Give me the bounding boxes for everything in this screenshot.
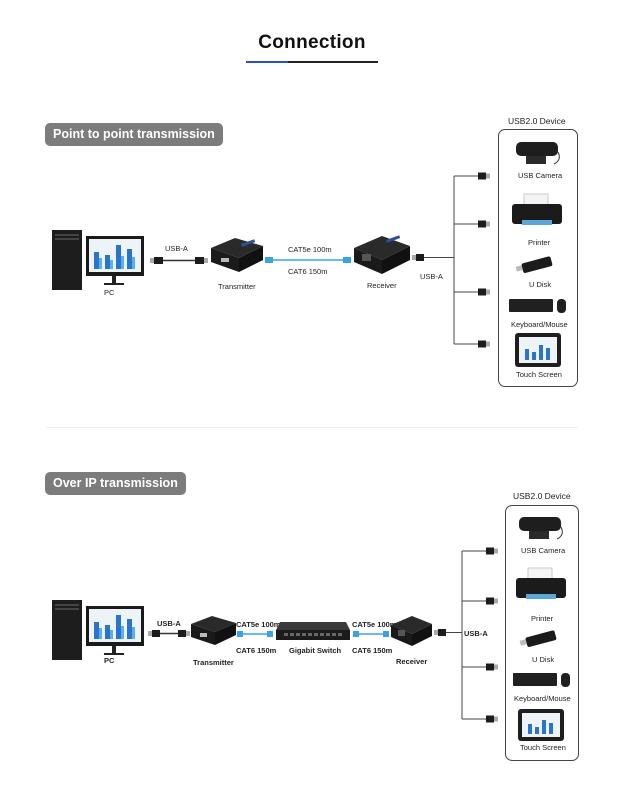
- usb-distribution-lines: [412, 172, 490, 348]
- u-disk-icon: [515, 256, 553, 274]
- device-keyboard-mouse: Keyboard/Mouse: [511, 320, 568, 329]
- device-printer: Printer: [531, 614, 554, 623]
- transmitter-icon: [191, 616, 236, 645]
- touch-screen-icon: [515, 333, 561, 367]
- gigabit-switch-icon: [276, 622, 350, 640]
- title-underline-accent: [246, 61, 288, 63]
- cable-out-spec-cat5e: CAT5e 100m: [352, 620, 397, 629]
- pc-label: PC: [104, 288, 115, 297]
- receiver-icon: [354, 235, 410, 274]
- pc-icon: [52, 230, 144, 290]
- device-u-disk: U Disk: [529, 280, 552, 289]
- section-divider: [46, 427, 578, 428]
- pc-icon: [52, 600, 144, 660]
- device-usb-camera: USB Camera: [518, 171, 563, 180]
- usb-camera-icon: [516, 142, 560, 165]
- usb-cable-icon: [148, 630, 190, 637]
- cable-out-spec-cat6: CAT6 150m: [352, 646, 393, 655]
- switch-label: Gigabit Switch: [289, 646, 342, 655]
- receiver-label: Receiver: [367, 281, 397, 290]
- ethernet-cable-icon: [353, 631, 389, 637]
- pc-label: PC: [104, 656, 115, 665]
- usb-link-label: USB-A: [157, 619, 181, 628]
- keyboard-mouse-icon: [513, 673, 570, 687]
- section-tag-over-ip: Over IP transmission: [45, 472, 186, 495]
- touch-screen-icon: [518, 709, 564, 741]
- device-keyboard-mouse: Keyboard/Mouse: [514, 694, 571, 703]
- page-title: Connection: [258, 32, 366, 53]
- ethernet-cable-icon: [237, 631, 273, 637]
- printer-icon: [512, 193, 562, 225]
- usb-distribution-lines: [434, 547, 498, 723]
- cable-spec-cat5e: CAT5e 100m: [288, 245, 332, 254]
- output-usb-label: USB-A: [420, 272, 443, 281]
- transmitter-label: Transmitter: [193, 658, 234, 667]
- printer-icon: [516, 567, 566, 599]
- keyboard-mouse-icon: [509, 299, 566, 313]
- receiver-label: Receiver: [396, 657, 428, 666]
- ethernet-cable-icon: [265, 257, 351, 263]
- section-tag-point-to-point: Point to point transmission: [45, 123, 223, 146]
- u-disk-icon: [519, 630, 557, 648]
- device-list-box: [498, 129, 578, 387]
- cable-spec-cat6: CAT6 150m: [288, 267, 328, 276]
- devices-header: USB2.0 Device: [508, 116, 566, 126]
- transmitter-icon: [211, 238, 263, 272]
- cable-in-spec-cat5e: CAT5e 100m: [236, 620, 281, 629]
- receiver-icon: [391, 616, 432, 646]
- output-usb-label: USB-A: [464, 629, 488, 638]
- transmitter-label: Transmitter: [218, 282, 256, 291]
- device-list-box: [505, 505, 579, 761]
- title-underline: [246, 61, 378, 63]
- device-printer: Printer: [528, 238, 551, 247]
- cable-in-spec-cat6: CAT6 150m: [236, 646, 277, 655]
- usb-camera-icon: [519, 517, 563, 540]
- device-touch-screen: Touch Screen: [516, 370, 562, 379]
- device-u-disk: U Disk: [532, 655, 555, 664]
- device-touch-screen: Touch Screen: [520, 743, 566, 752]
- devices-header: USB2.0 Device: [513, 491, 571, 501]
- device-usb-camera: USB Camera: [521, 546, 566, 555]
- usb-cable-icon: [150, 257, 208, 264]
- usb-link-label: USB-A: [165, 244, 188, 253]
